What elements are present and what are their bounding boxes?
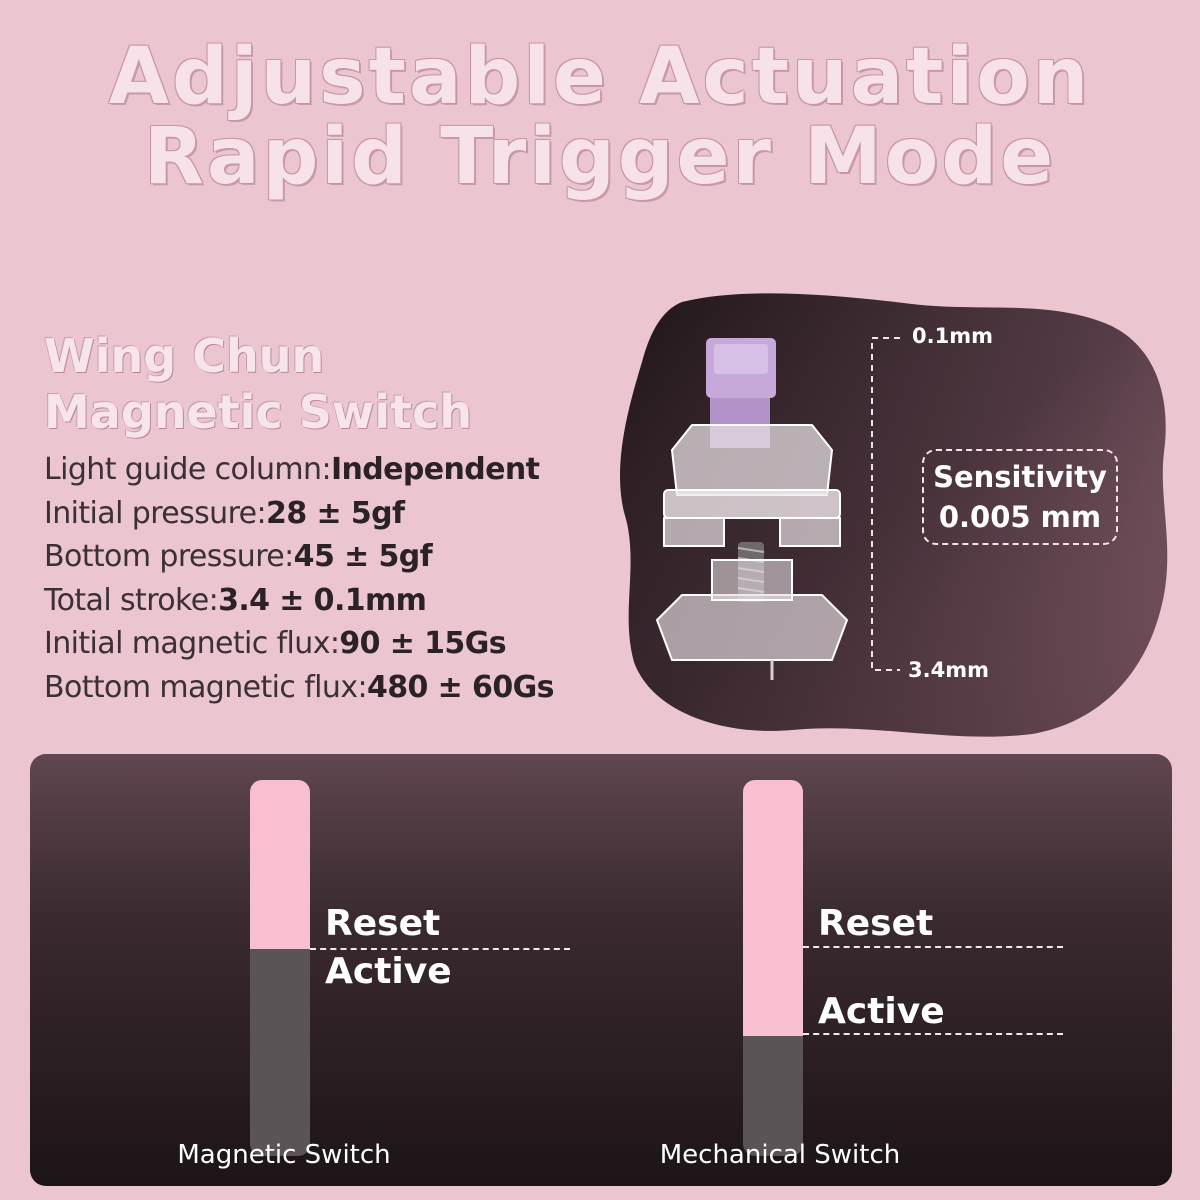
sensitivity-value: 0.005 mm [938,500,1102,534]
top-depth-label: 0.1mm [912,324,993,348]
spec-value: 3.4 ± 0.1mm [218,582,427,618]
headline-line-1: Adjustable Actuation [108,32,1092,122]
spec-row: Total stroke:3.4 ± 0.1mm [44,579,624,623]
mechanical-active-label: Active [818,991,945,1032]
spec-label: Total stroke: [44,582,219,618]
magnetic-switch-bar [250,780,310,1156]
mechanical-reset-line [803,946,1063,948]
spec-value: 90 ± 15Gs [339,626,506,661]
headline-line-2: Rapid Trigger Mode [143,112,1057,202]
magnetic-reset-label: Reset [325,903,441,944]
magnetic-active-label: Active [325,951,452,992]
mechanical-switch-caption: Mechanical Switch [659,1140,901,1170]
spec-row: Light guide column:Independent [44,448,624,492]
spec-row: Initial pressure:28 ± 5gf [44,492,624,536]
stroke-dimension-line [871,337,900,671]
spec-value: 480 ± 60Gs [367,669,554,705]
spec-block: Wing Chun Magnetic Switch Light guide co… [44,328,624,709]
comparison-panel: Reset Active Magnetic Switch Reset Activ… [30,754,1172,1186]
spec-label: Bottom magnetic flux: [44,669,368,705]
spec-list: Light guide column:Independent Initial p… [44,448,624,709]
magnetic-switch-caption: Magnetic Switch [177,1140,391,1170]
spec-value: 45 ± 5gf [293,539,433,574]
spec-label: Initial magnetic flux: [44,626,340,661]
magnetic-threshold-line [310,948,570,950]
sensitivity-title: Sensitivity [933,460,1107,494]
spec-row: Bottom pressure:45 ± 5gf [44,535,624,579]
magnetic-reset-zone [250,780,310,950]
mechanical-switch-bar [743,780,803,1156]
spec-label: Initial pressure: [44,495,267,531]
spec-label: Bottom pressure: [44,539,294,574]
switch-name-line-1: Wing Chun [44,329,325,383]
switch-exploded-illustration [655,338,849,680]
spec-row: Initial magnetic flux:90 ± 15Gs [44,622,624,666]
sensitivity-badge: Sensitivity 0.005 mm [922,449,1118,545]
bottom-depth-label: 3.4mm [908,658,989,682]
mechanical-active-line [803,1033,1063,1035]
spec-label: Light guide column: [44,452,332,487]
mechanical-reset-zone [743,780,803,1036]
switch-name-line-2: Magnetic Switch [44,385,473,439]
spec-value: Independent [330,452,540,487]
spec-row: Bottom magnetic flux:480 ± 60Gs [44,666,624,710]
spec-value: 28 ± 5gf [266,495,405,531]
mechanical-reset-label: Reset [818,903,934,944]
